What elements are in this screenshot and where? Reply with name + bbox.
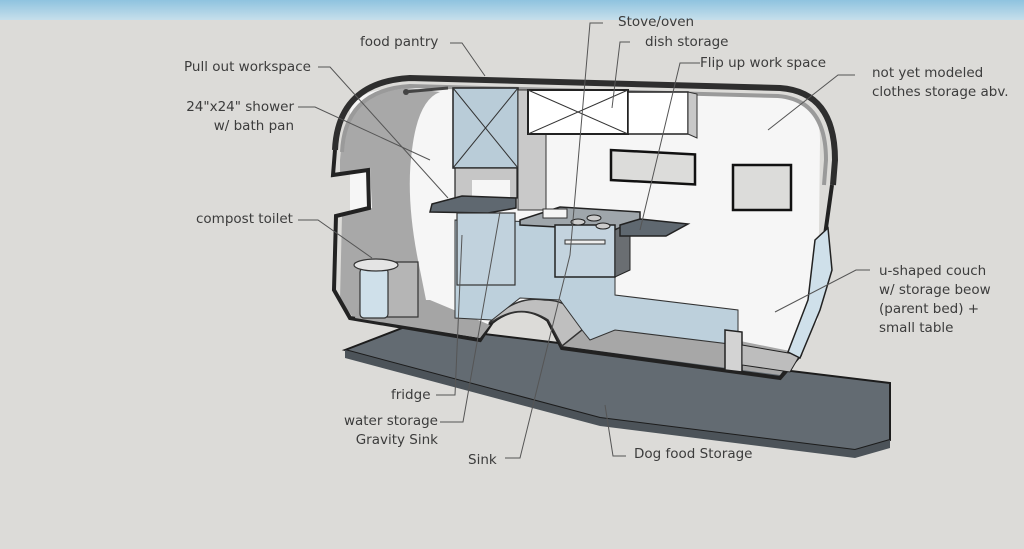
compost-toilet-box — [384, 261, 419, 318]
fridge — [456, 212, 516, 286]
shell-roof — [332, 74, 839, 186]
window-middle — [609, 148, 697, 186]
couch-end — [724, 329, 743, 373]
flip-up-workspace — [619, 218, 691, 237]
label-pull-out-workspace: Pull out workspace — [184, 59, 311, 75]
label-sink: Sink — [468, 452, 497, 468]
label-shower: 24"x24" shower w/ bath pan — [184, 98, 294, 136]
label-stove-oven: Stove/oven — [618, 14, 695, 30]
label-couch-line4: small table — [879, 320, 954, 336]
label-compost-toilet: compost toilet — [196, 211, 293, 227]
sky-band — [0, 0, 1024, 20]
pull-out-workspace — [429, 195, 517, 214]
label-water-storage: water storage Gravity Sink — [330, 412, 438, 450]
label-food-pantry: food pantry — [360, 34, 439, 50]
label-clothes-line2: clothes storage abv. — [872, 84, 1009, 100]
stove-oven — [554, 224, 616, 278]
label-dish-storage: dish storage — [645, 34, 729, 50]
label-couch-line3: (parent bed) + — [879, 301, 980, 317]
label-couch-line2: w/ storage beow — [879, 282, 991, 298]
label-fridge: fridge — [391, 387, 431, 403]
label-dog-food-storage: Dog food Storage — [634, 446, 753, 462]
label-couch-line1: u-shaped couch — [879, 263, 987, 279]
sink-basin — [542, 208, 568, 219]
label-shower-line1: 24"x24" shower — [186, 99, 294, 115]
label-clothes-line1: not yet modeled — [872, 65, 984, 81]
label-clothes-storage: not yet modeled clothes storage abv. — [872, 64, 1009, 102]
label-water-line1: water storage — [343, 413, 438, 429]
label-u-shaped-couch: u-shaped couch w/ storage beow (parent b… — [879, 262, 991, 338]
label-shower-line2: w/ bath pan — [213, 118, 294, 134]
leader-lines — [298, 22, 870, 459]
label-flip-up-work-space: Flip up work space — [700, 55, 827, 71]
window-right — [731, 163, 793, 212]
label-water-line2: Gravity Sink — [355, 432, 438, 448]
compost-toilet-lid — [353, 258, 399, 272]
